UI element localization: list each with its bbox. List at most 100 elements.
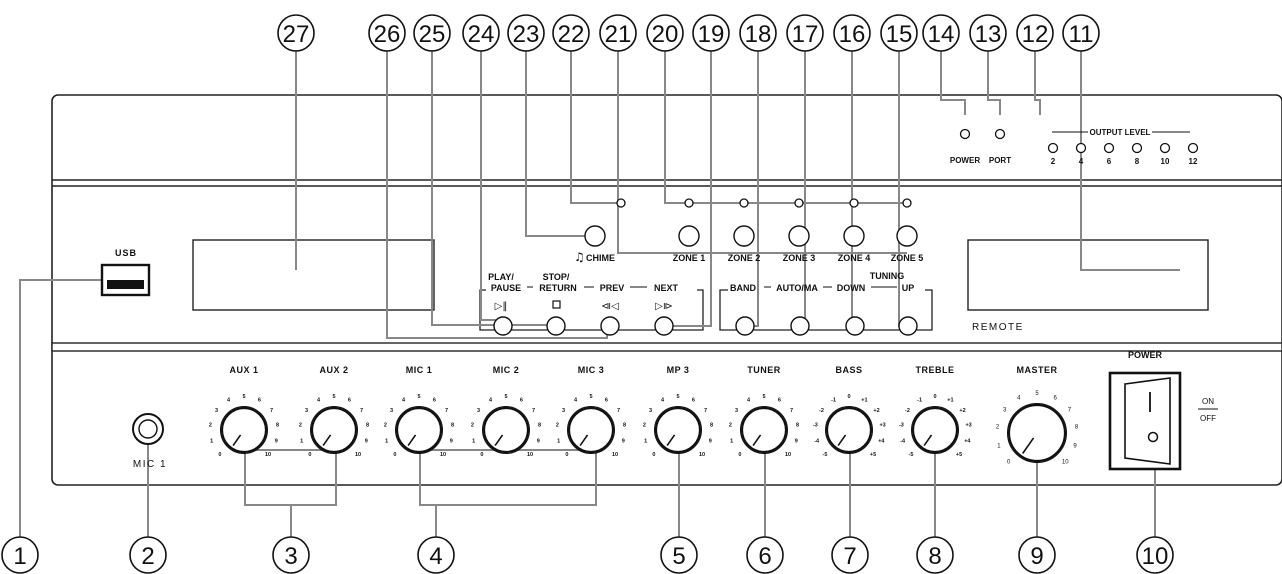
knob-scale-label: +5 [870,452,876,458]
knob-scale-label: 9 [709,439,712,445]
callout-number: 2 [141,543,154,570]
knob-scale-label: 5 [1035,391,1039,397]
knob-scale-label: 1 [997,443,1001,449]
knob-label: TUNER [747,365,781,375]
callout-circle [1,536,39,574]
knob-scale-label: 3 [1003,407,1007,413]
play-pause-icon: ▷‖ [495,301,508,312]
knob-scale-label: 4 [317,398,321,404]
leader-24 [480,51,500,321]
knob-scale-label: 4 [1017,395,1021,401]
band-label: BAND [730,283,756,293]
port-led [994,128,1006,140]
callout-number: 1 [13,543,26,570]
knob-scale-label: 9 [537,439,540,445]
knob-scale-label: +2 [959,408,965,414]
zone-button [678,225,700,247]
knob-scale-label: 3 [562,408,565,414]
leader-14 [940,51,966,115]
zone-button [733,225,755,247]
stop-label-bottom: RETURN [539,283,577,293]
output-level-value: 6 [1107,157,1112,166]
callout-circle [1018,536,1056,574]
callout-number: 11 [1069,21,1094,48]
knob-pointer [494,434,504,447]
lower-divider [51,342,1282,352]
knob [482,406,530,454]
callout-circle [507,14,545,52]
tuner-button [898,316,918,336]
knob-scale-label: 8 [451,423,454,429]
knob [220,406,268,454]
knob-scale-label: 6 [605,398,608,404]
play-label-bottom: PAUSE [491,283,521,293]
knob [825,406,873,454]
leader-20 [664,51,903,204]
play-label-top: PLAY/ [488,272,514,282]
knob-pointer [923,434,933,447]
callout-circle [413,14,451,52]
knob-label: BASS [835,365,862,375]
knob-scale-label: 8 [1075,425,1079,431]
knob-scale-label: 3 [735,408,738,414]
zone-label: ZONE 5 [891,253,924,263]
knob-scale-label: 8 [623,423,626,429]
power-on-label: ON [1202,397,1214,406]
zone-led [739,198,749,208]
knob-scale-label: 0 [652,452,655,458]
knob-scale-label: 2 [643,423,646,429]
knob-scale-label: 4 [489,398,493,404]
remote-display-window [967,239,1209,311]
knob-pointer [837,434,847,447]
zone-label: ZONE 4 [838,253,871,263]
knob-scale-label: 0 [1007,459,1011,465]
callout-circle [880,14,918,52]
knob-scale-label: 0 [738,452,741,458]
output-level-value: 2 [1051,157,1056,166]
knob-scale-label: 6 [692,398,695,404]
knob-pointer [752,434,762,447]
knob-scale-label: 9 [275,439,278,445]
knob [310,406,358,454]
knob-scale-label: 1 [210,439,213,445]
knob-scale-label: 5 [504,394,507,400]
knob-label: MASTER [1017,365,1058,375]
knob-pointer [322,434,332,447]
knob-scale-label: 5 [332,394,335,400]
leader-21 [617,51,907,254]
knob-scale-label: 7 [270,408,273,414]
zone-label: ZONE 2 [728,253,761,263]
knob-scale-label: 2 [556,423,559,429]
knob-scale-label: 9 [795,439,798,445]
knob-scale-label: 7 [617,408,620,414]
callout-circle [833,14,871,52]
knob-scale-label: 5 [762,394,765,400]
playback-button [493,316,513,336]
knob-scale-label: 5 [676,394,679,400]
callout-circle [417,536,455,574]
callout-circle [660,536,698,574]
knob-label: AUX 1 [229,365,258,375]
remote-label: REMOTE [972,322,1024,333]
knob-scale-label: -5 [909,452,914,458]
callout-number: 6 [758,543,771,570]
leader-13 [987,51,1001,115]
knob-scale-label: +1 [947,398,953,404]
leader-11 [1080,51,1180,271]
knob-scale-label: 2 [996,425,1000,431]
output-level-led [1131,142,1143,154]
knob-scale-label: 8 [276,423,279,429]
leader-22 [570,51,618,204]
callout-number: 10 [1142,543,1169,570]
knob-scale-label: 9 [622,439,625,445]
knob-scale-label: 4 [402,398,406,404]
knob-scale-label: +3 [879,423,885,429]
callout-number: 15 [886,21,913,48]
knob-label: MIC 1 [406,365,433,375]
knob-scale-label: 10 [612,452,618,458]
knob-scale-label: 1 [300,439,303,445]
knob-scale-label: 8 [710,423,713,429]
zone-button [788,225,810,247]
